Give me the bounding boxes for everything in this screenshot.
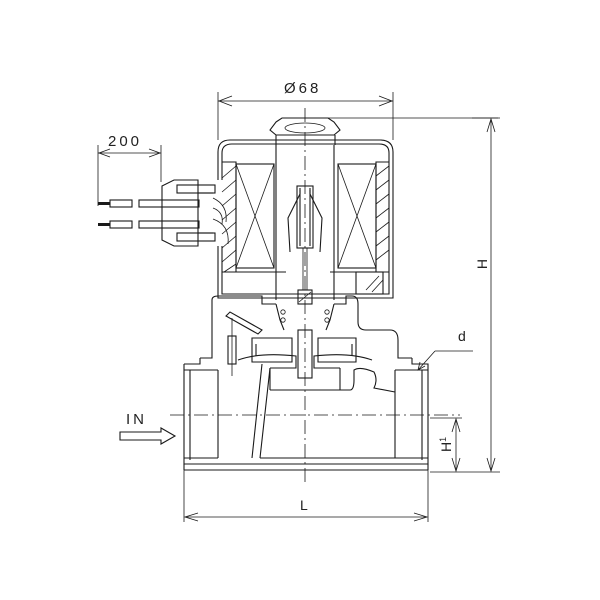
dimension-label-h: H: [474, 259, 490, 269]
dimension-port-size: d: [417, 328, 473, 371]
dimension-port-center-height: H1: [430, 417, 462, 473]
coil-housing: [217, 139, 394, 299]
valve-body: [183, 358, 429, 471]
dimension-label-lead-wire: 200: [108, 133, 142, 150]
lead-wires: [98, 199, 200, 229]
bonnet: [200, 295, 412, 379]
plunger-assembly: [275, 145, 335, 305]
top-nut: [269, 117, 498, 145]
coil-winding-right: [337, 163, 377, 269]
dimension-lead-wire-length: 200: [97, 133, 162, 206]
dimension-body-length: L: [183, 470, 429, 522]
dimension-overall-height: H: [430, 117, 500, 473]
dimension-label-diameter: Ø68: [284, 80, 321, 97]
inlet-label: IN: [126, 411, 147, 428]
dimension-coil-diameter: Ø68: [217, 80, 394, 140]
cable-gland: [161, 179, 229, 247]
coil-winding-left: [235, 163, 275, 269]
flow-inlet: IN: [119, 411, 177, 445]
seal-rings: [280, 309, 330, 323]
flow-arrow-icon: [119, 427, 177, 445]
dimension-label-d: d: [458, 328, 466, 344]
dimension-label-l: L: [300, 497, 308, 513]
dimension-label-h1: H1: [438, 437, 454, 452]
centerlines: [170, 108, 460, 486]
